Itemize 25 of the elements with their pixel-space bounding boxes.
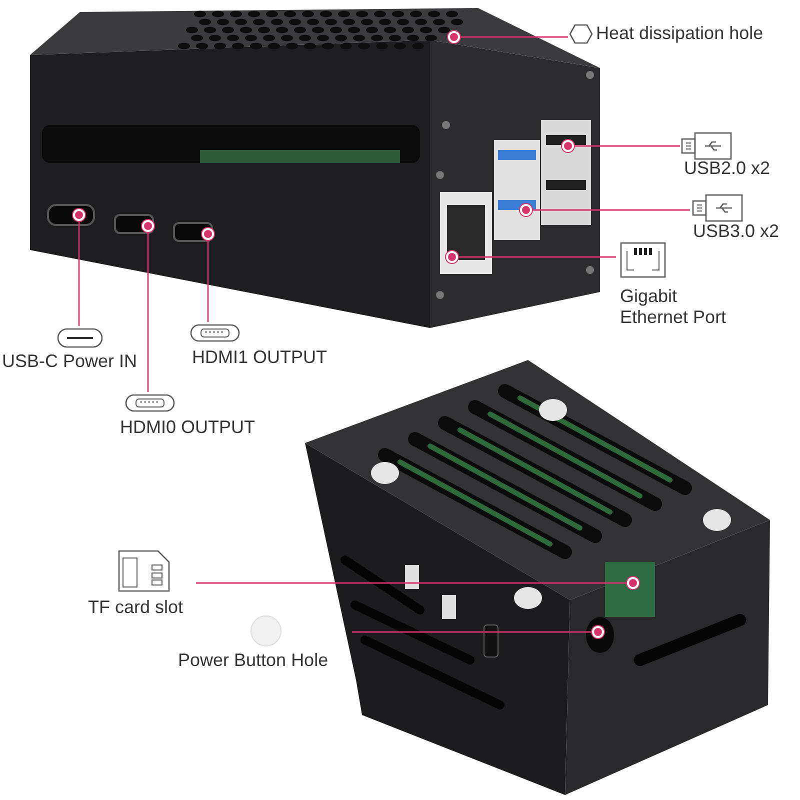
- marker-dot: [627, 577, 639, 589]
- callout-label: HDMI1 OUTPUT: [192, 347, 328, 368]
- leader-line: [196, 582, 627, 584]
- leader-line: [574, 145, 680, 147]
- leader-line: [460, 36, 568, 38]
- marker-dot: [562, 140, 574, 152]
- callout-label: Gigabit Ethernet Port: [620, 286, 728, 328]
- callout-label: Heat dissipation hole: [596, 23, 764, 44]
- marker-dot: [520, 204, 532, 216]
- callout-label: TF card slot: [88, 597, 184, 618]
- leader-line: [532, 209, 690, 211]
- leader-line: [458, 256, 616, 258]
- marker-dot: [142, 220, 154, 232]
- marker-dot: [202, 228, 214, 240]
- leader-line: [352, 631, 592, 633]
- leader-line: [207, 240, 209, 322]
- marker-dot: [448, 31, 460, 43]
- marker-dot: [446, 251, 458, 263]
- callout-label: USB3.0 x2: [693, 221, 780, 242]
- marker-dot: [592, 626, 604, 638]
- callout-label: USB2.0 x2: [684, 158, 772, 179]
- marker-dot: [73, 209, 85, 221]
- callout-label: Power Button Hole: [178, 650, 330, 671]
- callout-label: USB-C Power IN: [2, 351, 138, 372]
- callout-label: HDMI0 OUTPUT: [120, 417, 256, 438]
